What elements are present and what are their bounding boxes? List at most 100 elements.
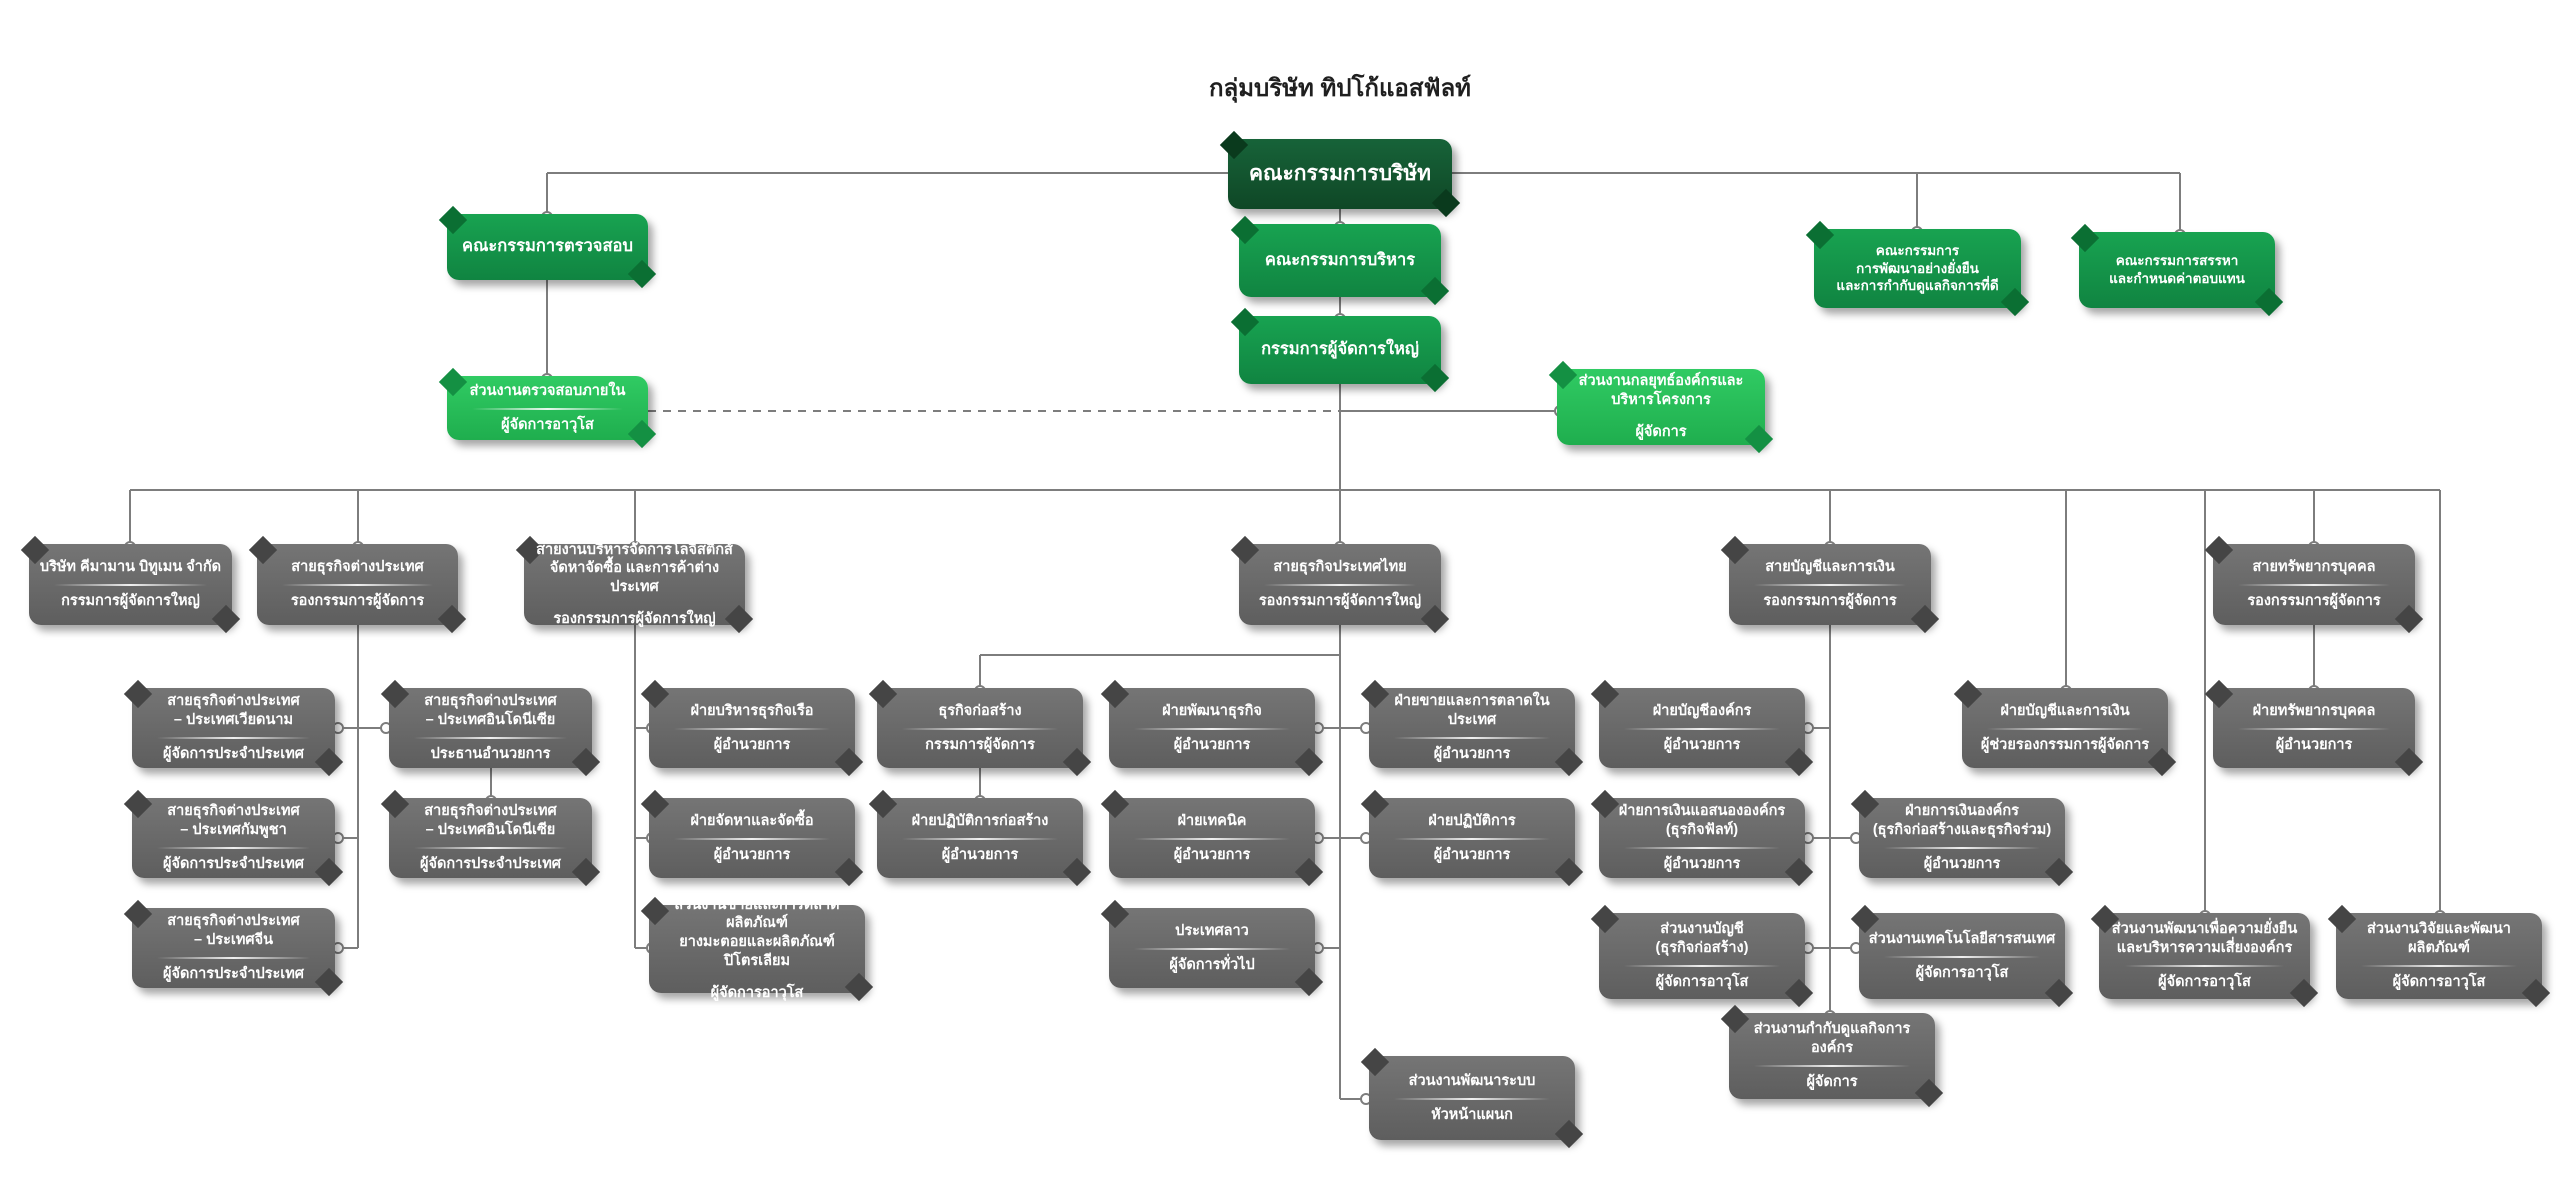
node-title: ฝ่ายเทคนิค bbox=[1177, 812, 1247, 829]
node-title: ประเทศลาว bbox=[1175, 922, 1249, 939]
divider bbox=[471, 407, 624, 410]
node-procurement: ฝ่ายจัดหาและจัดซื้อ ผู้อำนวยการ bbox=[649, 798, 855, 878]
node-system-development-unit: ส่วนงานพัฒนาระบบ หัวหน้าแผนก bbox=[1369, 1056, 1575, 1140]
node-role: ผู้อำนวยการ bbox=[1923, 856, 2001, 873]
node-title: ส่วนงานบัญชี (ธุรกิจก่อสร้าง) bbox=[1655, 921, 1749, 957]
divider bbox=[1394, 1097, 1550, 1100]
node-title: ส่วนงานตรวจสอบภายใน bbox=[469, 382, 626, 399]
node-title: ส่วนงานกำกับดูแลกิจการองค์กร bbox=[1753, 1021, 1911, 1057]
node-role: ผู้จัดการ bbox=[1635, 424, 1687, 441]
node-corporate-strategy: ส่วนงานกลยุทธ์องค์กรและ บริหารโครงการ ผู… bbox=[1557, 369, 1765, 445]
node-title: สายธุรกิจต่างประเทศ – ประเทศอินโดนีเซีย bbox=[424, 803, 557, 839]
node-indonesia-2: สายธุรกิจต่างประเทศ – ประเทศอินโดนีเซีย … bbox=[389, 798, 592, 878]
node-title: คณะกรรมการสรรหา และกำหนดค่าตอบแทน bbox=[2109, 253, 2245, 286]
node-role: กรรมการผู้จัดการใหญ่ bbox=[61, 593, 200, 610]
node-title: สายทรัพยากรบุคคล bbox=[2252, 559, 2376, 576]
node-cambodia: สายธุรกิจต่างประเทศ – ประเทศกัมพูชา ผู้จ… bbox=[132, 798, 335, 878]
divider bbox=[2237, 584, 2391, 587]
node-corporate-finance-construction: ฝ่ายการเงินองค์กร (ธุรกิจก่อสร้างและธุรก… bbox=[1859, 798, 2065, 878]
node-role: ผู้จัดการ bbox=[1806, 1074, 1858, 1091]
divider bbox=[281, 584, 434, 587]
node-it-unit: ส่วนงานเทคโนโลยีสารสนเทศ ผู้จัดการอาวุโส bbox=[1859, 913, 2065, 999]
node-role: ผู้อำนวยการ bbox=[1433, 846, 1511, 863]
node-accounting-construction-unit: ส่วนงานบัญชี (ธุรกิจก่อสร้าง) ผู้จัดการอ… bbox=[1599, 913, 1805, 999]
node-role: ผู้จัดการอาวุโส bbox=[2392, 974, 2486, 991]
node-role: ผู้อำนวยการ bbox=[1663, 736, 1741, 753]
node-construction-operations: ฝ่ายปฏิบัติการก่อสร้าง ผู้อำนวยการ bbox=[877, 798, 1083, 878]
divider bbox=[1134, 727, 1290, 730]
node-title: สายธุรกิจต่างประเทศ – ประเทศจีน bbox=[167, 913, 300, 949]
node-role: ผู้จัดการทั่วไป bbox=[1169, 956, 1255, 973]
node-logistics: สายงานบริหารจัดการโลจิสติกส์ จัดหาจัดซื้… bbox=[524, 542, 745, 628]
node-president: กรรมการผู้จัดการใหญ่ bbox=[1239, 316, 1441, 384]
node-title: ฝ่ายทรัพยากรบุคคล bbox=[2252, 702, 2376, 719]
node-role: ผู้ช่วยรองกรรมการผู้จัดการ bbox=[1980, 736, 2150, 753]
node-title: ฝ่ายจัดหาและจัดซื้อ bbox=[690, 812, 814, 829]
divider bbox=[902, 837, 1058, 840]
page-title: กลุ่มบริษัท ทิปโก้แอสฟัลท์ bbox=[1208, 75, 1472, 102]
divider bbox=[1987, 727, 2143, 730]
node-sustainability-unit: ส่วนงานพัฒนาเพื่อความยั่งยืน และบริหารคว… bbox=[2099, 913, 2310, 999]
node-board-of-directors: คณะกรรมการบริษัท bbox=[1228, 139, 1452, 209]
divider bbox=[1753, 584, 1907, 587]
node-title: คณะกรรมการบริษัท bbox=[1248, 162, 1431, 186]
node-accounting-finance-dept: ฝ่ายบัญชีและการเงิน ผู้ช่วยรองกรรมการผู้… bbox=[1962, 688, 2168, 768]
node-title: ส่วนงานกลยุทธ์องค์กรและ บริหารโครงการ bbox=[1578, 373, 1744, 409]
divider bbox=[1884, 955, 2040, 958]
node-title: ส่วนงานพัฒนาเพื่อความยั่งยืน และบริหารคว… bbox=[2111, 921, 2298, 957]
node-role: ประธานอำนวยการ bbox=[430, 746, 551, 763]
node-title: กรรมการผู้จัดการใหญ่ bbox=[1261, 340, 1419, 359]
divider bbox=[1754, 1065, 1910, 1068]
node-construction-business: ธุรกิจก่อสร้าง กรรมการผู้จัดการ bbox=[877, 688, 1083, 768]
divider bbox=[2361, 965, 2517, 968]
node-role: กรรมการผู้จัดการ bbox=[925, 736, 1035, 753]
node-role: ผู้จัดการประจำประเทศ bbox=[162, 966, 305, 983]
node-role: ผู้จัดการอาวุโส bbox=[1655, 974, 1749, 991]
node-domestic-sales: ฝ่ายขายและการตลาดในประเทศ ผู้อำนวยการ bbox=[1369, 688, 1575, 768]
node-corporate-accounting: ฝ่ายบัญชีองค์กร ผู้อำนวยการ bbox=[1599, 688, 1805, 768]
divider bbox=[902, 727, 1058, 730]
node-role: ผู้อำนวยการ bbox=[1173, 846, 1251, 863]
divider bbox=[1134, 837, 1290, 840]
divider bbox=[156, 847, 311, 850]
node-title: ธุรกิจก่อสร้าง bbox=[938, 702, 1022, 719]
node-executive-committee: คณะกรรมการบริหาร bbox=[1239, 224, 1441, 297]
divider bbox=[1624, 965, 1780, 968]
divider bbox=[674, 727, 830, 730]
node-operations: ฝ่ายปฏิบัติการ ผู้อำนวยการ bbox=[1369, 798, 1575, 878]
node-title: สายธุรกิจต่างประเทศ – ประเทศกัมพูชา bbox=[167, 803, 300, 839]
node-role: ผู้จัดการอาวุโส bbox=[1915, 964, 2009, 981]
node-role: ผู้จัดการประจำประเทศ bbox=[419, 856, 562, 873]
node-corporate-finance-asphalt: ฝ่ายการเงินแอสนององค์กร (ธุรกิจฟัลท์) ผู… bbox=[1599, 798, 1805, 878]
divider bbox=[1624, 727, 1780, 730]
node-title: ฝ่ายบัญชีและการเงิน bbox=[2000, 702, 2130, 719]
node-role: ผู้จัดการอาวุโส bbox=[501, 416, 594, 433]
node-role: รองกรรมการผู้จัดการ bbox=[290, 593, 425, 610]
node-indonesia-1: สายธุรกิจต่างประเทศ – ประเทศอินโดนีเซีย … bbox=[389, 688, 592, 768]
node-internal-audit: ส่วนงานตรวจสอบภายใน ผู้จัดการอาวุโส bbox=[447, 376, 648, 440]
divider bbox=[674, 837, 830, 840]
divider bbox=[53, 584, 208, 587]
divider bbox=[1884, 847, 2040, 850]
divider bbox=[2237, 727, 2391, 730]
divider bbox=[1394, 837, 1550, 840]
node-kemaman: บริษัท คีมามาน บิทูเมน จำกัด กรรมการผู้จ… bbox=[29, 544, 232, 625]
divider bbox=[413, 737, 568, 740]
node-title: ฝ่ายพัฒนาธุรกิจ bbox=[1162, 702, 1262, 719]
node-technical: ฝ่ายเทคนิค ผู้อำนวยการ bbox=[1109, 798, 1315, 878]
node-role: ผู้อำนวยการ bbox=[713, 846, 791, 863]
divider bbox=[1263, 584, 1417, 587]
node-role: หัวหน้าแผนก bbox=[1431, 1106, 1513, 1123]
node-title: สายธุรกิจต่างประเทศ – ประเทศอินโดนีเซีย bbox=[424, 693, 557, 729]
node-role: ผู้จัดการประจำประเทศ bbox=[162, 746, 305, 763]
node-laos: ประเทศลาว ผู้จัดการทั่วไป bbox=[1109, 908, 1315, 988]
node-role: ผู้อำนวยการ bbox=[713, 736, 791, 753]
node-role: รองกรรมการผู้จัดการ bbox=[2247, 593, 2381, 610]
node-role: รองกรรมการผู้จัดการใหญ่ bbox=[553, 611, 716, 628]
node-title: ฝ่ายปฏิบัติการ bbox=[1428, 812, 1516, 829]
node-title: ฝ่ายการเงินแอสนององค์กร (ธุรกิจฟัลท์) bbox=[1618, 803, 1786, 839]
node-governance-unit: ส่วนงานกำกับดูแลกิจการองค์กร ผู้จัดการ bbox=[1729, 1013, 1935, 1099]
node-title: คณะกรรมการตรวจสอบ bbox=[462, 237, 633, 256]
